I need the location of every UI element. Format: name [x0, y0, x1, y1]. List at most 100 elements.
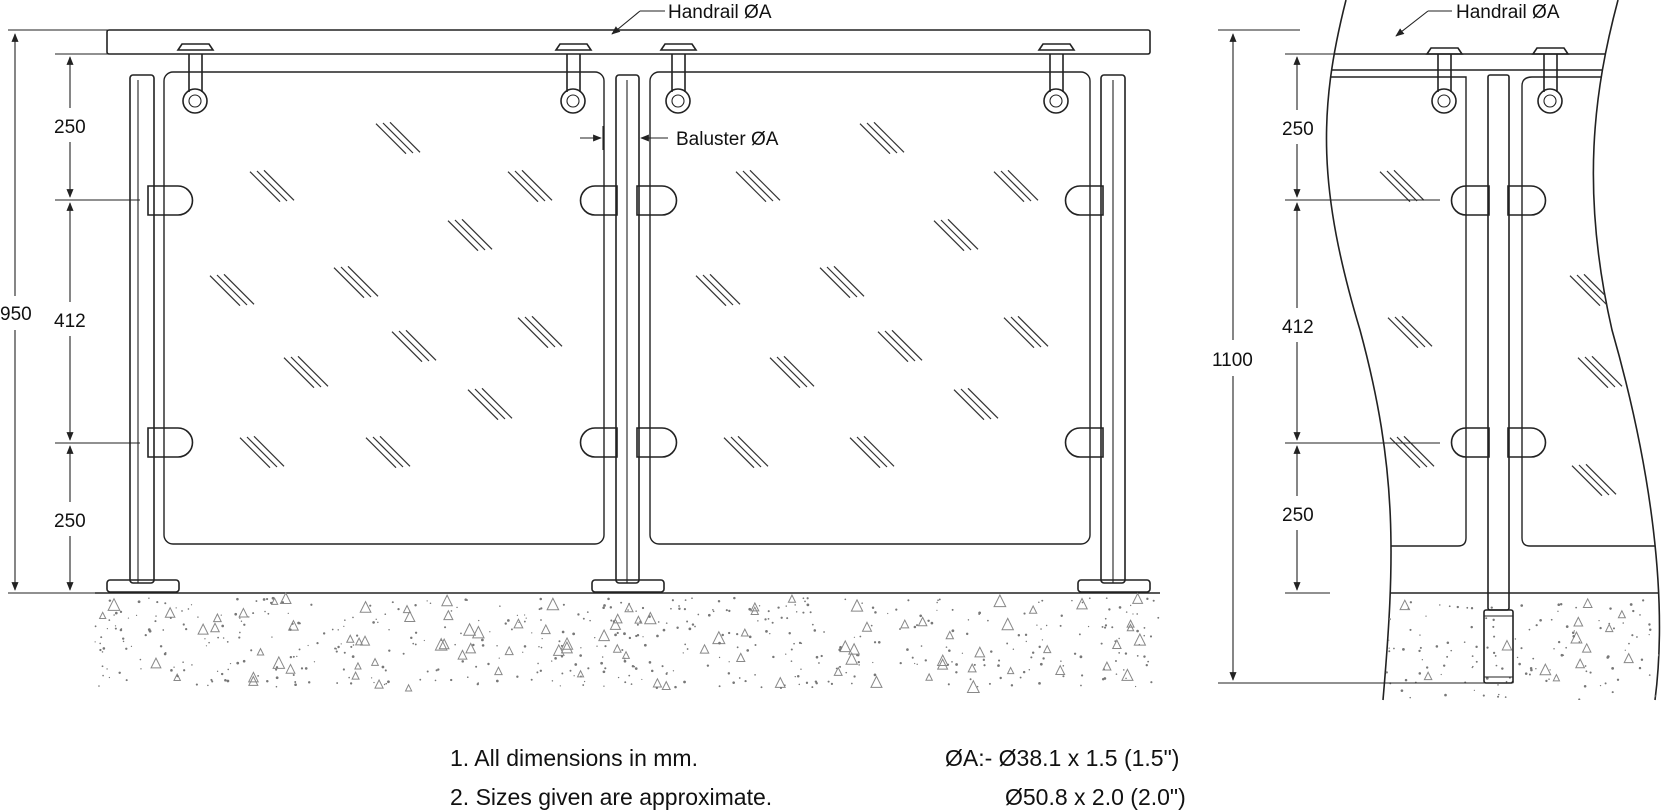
concrete-speck — [182, 661, 184, 663]
concrete-speck — [450, 610, 453, 612]
concrete-speck — [114, 611, 118, 615]
concrete-speck — [623, 659, 627, 663]
concrete-aggregate — [712, 630, 726, 645]
concrete-speck — [1419, 646, 1422, 649]
concrete-aggregate — [1042, 644, 1052, 654]
concrete-speck — [800, 642, 803, 645]
concrete-speck — [999, 676, 1002, 680]
concrete-speck — [577, 613, 580, 616]
concrete-speck — [537, 662, 539, 665]
concrete-speck — [1017, 634, 1021, 637]
concrete-speck — [1374, 671, 1376, 673]
concrete-aggregate — [560, 640, 574, 654]
concrete-speck — [1490, 606, 1493, 609]
concrete-speck — [106, 668, 108, 670]
concrete-speck — [1486, 646, 1489, 649]
concrete-aggregate — [1055, 664, 1066, 675]
concrete-speck — [101, 665, 104, 668]
concrete-aggregate — [1315, 695, 1322, 702]
concrete-speck — [628, 636, 632, 640]
concrete-speck — [738, 677, 741, 679]
concrete-speck — [661, 665, 664, 668]
concrete-speck — [662, 628, 666, 632]
reflection-mark — [933, 220, 965, 252]
concrete-speck — [634, 667, 638, 670]
concrete-aggregate — [936, 658, 949, 670]
concrete-speck — [1409, 628, 1412, 631]
reflection-mark — [891, 329, 923, 361]
glass-clamp — [1064, 427, 1104, 458]
concrete-speck — [589, 619, 591, 622]
concrete-speck — [820, 654, 823, 658]
concrete-speck — [239, 617, 241, 619]
concrete-speck — [857, 660, 860, 664]
concrete-speck — [331, 628, 334, 631]
concrete-speck — [1130, 604, 1132, 607]
concrete-speck — [767, 610, 770, 613]
concrete-speck — [947, 663, 950, 666]
concrete-speck — [1132, 613, 1134, 615]
concrete-aggregate — [441, 594, 454, 607]
concrete-speck — [853, 675, 856, 678]
concrete-speck — [603, 604, 606, 607]
concrete-speck — [1557, 640, 1561, 644]
concrete-speck — [1038, 645, 1041, 649]
concrete-aggregate — [1006, 666, 1015, 675]
concrete-speck — [456, 606, 458, 609]
concrete-speck — [783, 684, 786, 687]
concrete-speck — [790, 660, 793, 662]
reflection-mark — [783, 355, 815, 387]
concrete-speck — [1616, 678, 1620, 681]
concrete-speck — [182, 623, 185, 626]
concrete-speck — [955, 671, 958, 674]
reflection-mark — [507, 171, 539, 203]
dim-middle-front: 412 — [54, 311, 86, 332]
concrete-speck — [965, 632, 969, 636]
reflection-mark — [372, 436, 404, 468]
concrete-speck — [712, 608, 714, 611]
concrete-speck — [815, 655, 819, 659]
concrete-speck — [813, 629, 817, 632]
concrete-speck — [1642, 599, 1645, 602]
concrete-aggregate — [256, 647, 265, 656]
concrete-speck — [574, 663, 578, 666]
concrete-speck — [1648, 634, 1650, 636]
concrete-speck — [99, 642, 102, 645]
concrete-speck — [562, 603, 565, 606]
concrete-speck — [561, 630, 565, 634]
concrete-speck — [1376, 612, 1379, 616]
concrete-speck — [210, 678, 213, 681]
reflection-mark — [209, 275, 241, 307]
reflection-mark — [1577, 357, 1609, 389]
concrete-speck — [1409, 601, 1413, 604]
concrete-speck — [1028, 669, 1031, 671]
concrete-speck — [1361, 698, 1365, 700]
reflection-mark — [960, 388, 992, 420]
concrete-speck — [304, 667, 308, 670]
concrete-aggregate — [900, 618, 910, 629]
glass-clamp — [579, 427, 618, 458]
concrete-speck — [1375, 639, 1378, 643]
concrete-speck — [1081, 601, 1084, 604]
concrete-speck — [1575, 606, 1578, 609]
concrete-speck — [736, 646, 739, 649]
concrete-speck — [525, 617, 527, 619]
concrete-speck — [569, 669, 572, 672]
concrete-speck — [938, 598, 941, 601]
concrete-speck — [294, 681, 297, 683]
concrete-speck — [176, 675, 179, 678]
concrete-speck — [1470, 607, 1474, 610]
concrete-speck — [1316, 628, 1318, 630]
concrete-speck — [636, 623, 639, 626]
concrete-speck — [1363, 638, 1366, 641]
concrete-speck — [874, 611, 877, 614]
concrete-aggregate — [247, 671, 259, 683]
glass-clamp — [147, 427, 194, 458]
baluster-label: Baluster ØA — [676, 129, 779, 150]
reflection-mark — [967, 387, 999, 419]
glass-clamp — [147, 185, 194, 216]
concrete-speck — [289, 628, 292, 631]
concrete-speck — [460, 632, 462, 635]
concrete-speck — [777, 606, 780, 609]
concrete-speck — [1442, 664, 1446, 667]
